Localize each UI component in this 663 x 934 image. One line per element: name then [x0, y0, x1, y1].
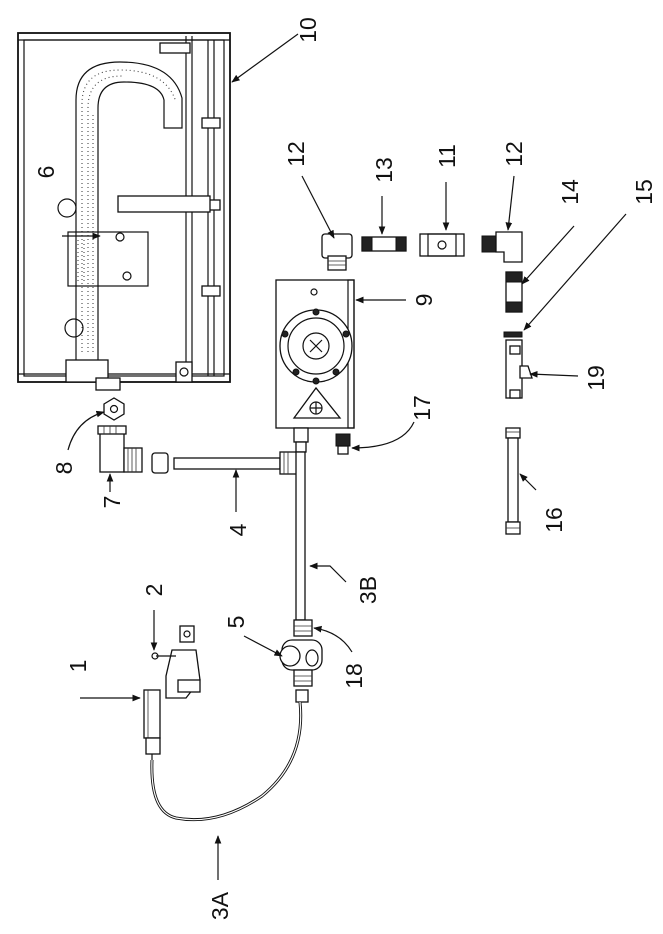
elbow-fitting-right [481, 231, 523, 263]
flex-hose-3a [150, 701, 303, 822]
callout-19: 19 [583, 365, 609, 391]
callout-17: 17 [409, 395, 435, 421]
callout-10: 10 [295, 17, 321, 43]
callout-8: 8 [51, 462, 77, 475]
gas-tube-3b [295, 451, 306, 621]
callout-7: 7 [99, 496, 125, 509]
callout-14: 14 [557, 179, 583, 205]
orifice-nut [103, 397, 125, 421]
callout-6: 6 [33, 166, 59, 179]
callout-12-left: 12 [283, 141, 309, 167]
callout-1: 1 [65, 660, 91, 673]
pilot-tube [151, 451, 299, 475]
callout-3b: 3B [355, 576, 381, 604]
shutoff-valve-19 [505, 339, 533, 399]
callout-2: 2 [141, 584, 167, 597]
callout-labels: 10 12 13 11 12 14 15 9 19 17 16 6 8 7 4 … [33, 17, 657, 920]
callout-18: 18 [341, 663, 367, 689]
callout-5: 5 [223, 616, 249, 629]
pilot-assembly [143, 625, 201, 760]
callout-11: 11 [434, 144, 460, 168]
connector-tube-16 [505, 427, 521, 535]
regulator [279, 619, 323, 703]
leader-lines [62, 33, 627, 880]
callout-9: 9 [411, 294, 437, 307]
burner-housing [17, 32, 231, 391]
callout-15: 15 [631, 179, 657, 205]
callout-3a: 3A [207, 891, 233, 920]
callout-12-right: 12 [501, 141, 527, 167]
nipple-14 [505, 271, 523, 313]
gas-valve [275, 279, 355, 453]
callout-16: 16 [541, 507, 567, 533]
callout-4: 4 [225, 523, 251, 536]
elbow-fitting [97, 425, 143, 473]
elbow-fitting-left [321, 233, 353, 271]
callout-13: 13 [371, 157, 397, 183]
valve-fitting [335, 433, 351, 455]
washer-15 [503, 331, 523, 338]
nipple-13 [361, 236, 407, 252]
coupling-11 [419, 233, 465, 257]
